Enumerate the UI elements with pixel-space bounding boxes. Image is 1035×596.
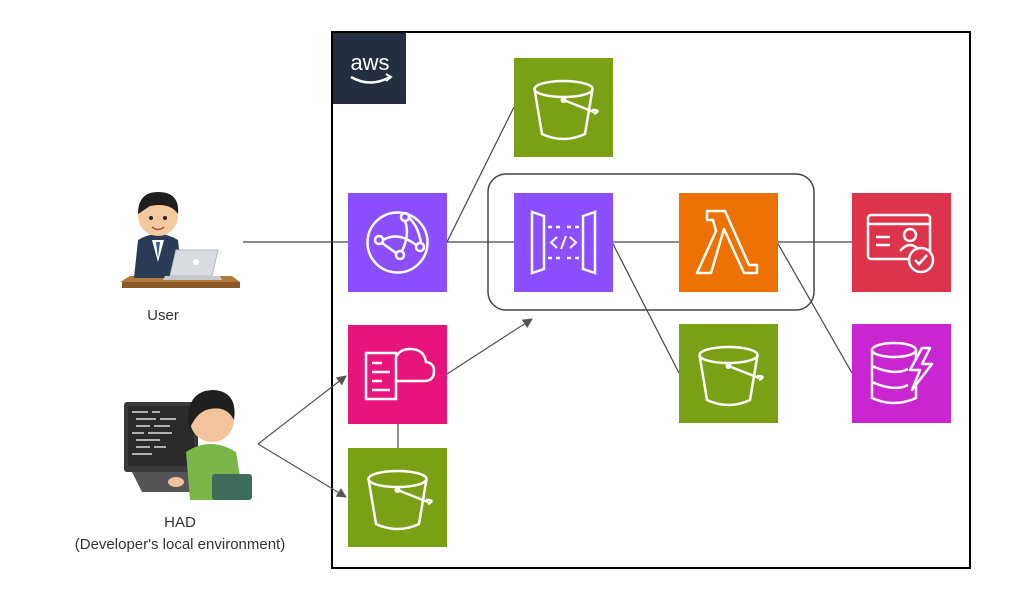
developer-illustration [124,390,252,500]
s3-bucket-icon [698,345,764,407]
cloudformation-icon [364,347,436,401]
cognito-icon [866,213,935,274]
cloudfront-node [348,193,447,292]
cloudfront-icon [366,211,429,274]
aws-logo-text: aws [350,50,389,75]
cloudformation-to-api-arrow [446,318,533,375]
cognito-node [852,193,951,292]
cloudformation-node [348,325,447,424]
user-illustration [120,192,240,288]
developer-to-s3-arrow [257,443,347,498]
s3-top-node [514,58,613,157]
user-label: User [147,307,179,324]
connectors [243,106,853,498]
s3-mid-node [679,324,778,423]
s3-deploy-node [348,448,447,547]
developer-to-cloudformation-arrow [257,375,347,445]
cloudfront-to-s3-top-line [446,106,515,243]
api-gateway-icon [530,210,597,275]
lambda-to-dynamodb-line [776,241,853,374]
s3-bucket-icon [367,469,433,531]
dynamodb-icon [870,341,934,405]
s3-bucket-icon [533,79,599,141]
api-gateway-node [514,193,613,292]
lambda-node [679,193,778,292]
developer-label-line2: (Developer's local environment) [75,536,285,553]
dynamodb-node [852,324,951,423]
api-to-s3-mid-line [611,241,680,374]
aws-logo: aws [333,33,406,104]
developer-label-line1: HAD [164,514,196,531]
aws-cloud-boundary [331,31,971,569]
lambda-icon [695,209,759,275]
